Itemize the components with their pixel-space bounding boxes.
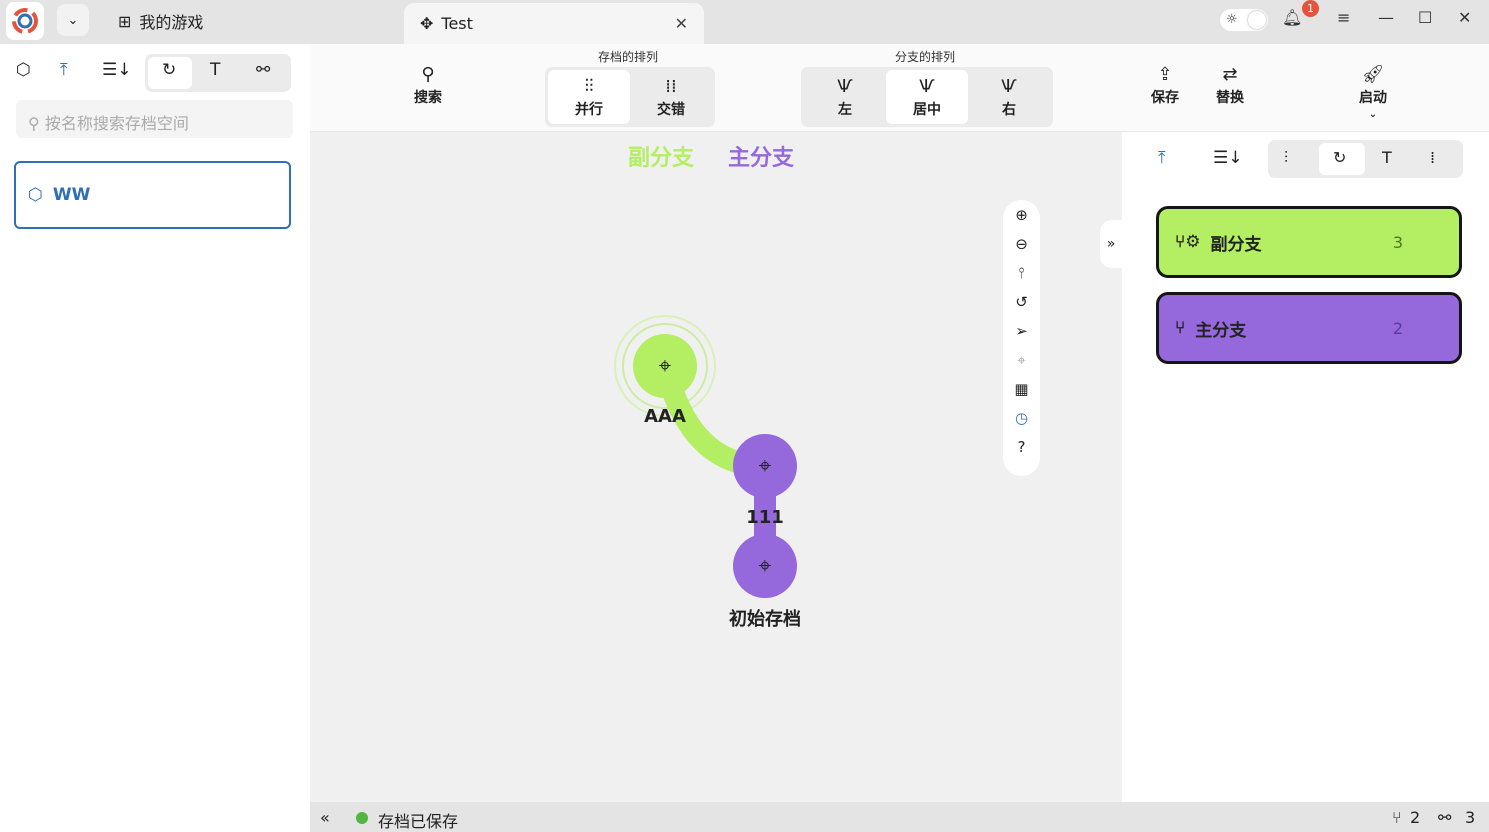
grid-icon[interactable]: ▦ [1014, 380, 1029, 398]
add-workspace-icon[interactable]: ⬡ [16, 60, 31, 80]
save-node-initial[interactable]: ⌖ [733, 534, 797, 598]
save-node-aaa[interactable]: ⌖ [633, 334, 697, 398]
save-order-group: ⫶⫶并行 ⁞⁞交错 [545, 67, 715, 127]
pin-icon: ⌖ [758, 553, 772, 579]
branch-icon: ⑂ [1392, 808, 1402, 827]
search-button[interactable]: ⚲搜索 [414, 64, 442, 106]
pin-icon[interactable]: ⌖ [1017, 351, 1026, 369]
sort-recent-icon[interactable]: ↻ [1333, 148, 1347, 167]
grid-icon: ⊞ [118, 11, 132, 31]
clock-icon[interactable]: ◷ [1014, 409, 1029, 427]
saves-icon: ⚯ [1438, 808, 1452, 827]
branch-sort-icon[interactable]: ⫶ [1284, 148, 1289, 167]
status-bar: « 存档已保存 ⑂ 2 ⚯ 3 [310, 802, 1489, 832]
rocket-icon: 🚀︎ [1361, 64, 1385, 85]
graph-canvas[interactable] [310, 132, 1122, 802]
status-dot [356, 812, 368, 824]
menu-icon[interactable]: ≡ [1337, 8, 1351, 27]
sort-top-icon[interactable]: ⤒ [1158, 148, 1166, 168]
search-icon: ⚲ [421, 64, 435, 85]
chevron-down-icon[interactable]: ⌄ [57, 4, 89, 36]
staggered-icon: ⁞⁞ [665, 75, 677, 97]
expand-panel-icon[interactable]: » [1100, 220, 1122, 268]
close-button[interactable]: ✕ [1458, 8, 1472, 27]
zoom-in-icon[interactable]: ⊕ [1015, 206, 1028, 224]
upload-icon: ⇪ [1157, 64, 1173, 85]
pin-icon: ⌖ [658, 353, 672, 379]
save-order-parallel[interactable]: ⫶⫶并行 [548, 70, 630, 124]
graph-edges [614, 315, 776, 566]
sort-desc-icon[interactable]: ☰↓ [1213, 148, 1243, 168]
reset-icon[interactable]: ↺ [1015, 293, 1028, 311]
theme-toggle[interactable]: ☼ [1220, 9, 1268, 31]
branch-icon: ⑂ [1175, 318, 1186, 338]
notification-badge: 1 [1302, 0, 1319, 17]
sort-top-icon[interactable]: ⤒ [60, 60, 68, 80]
zoom-out-icon[interactable]: ⊖ [1015, 235, 1028, 253]
chevron-down-icon: ⌄ [1368, 109, 1378, 120]
minimize-button[interactable]: — [1378, 8, 1394, 27]
save-node-111[interactable]: ⌖ [733, 434, 797, 498]
replace-button[interactable]: ⇄替换 [1216, 64, 1244, 106]
save-button[interactable]: ⇪保存 [1151, 64, 1179, 106]
pin-icon: ⌖ [758, 453, 772, 479]
branch-gear-icon: ⑂⚙ [1175, 232, 1201, 252]
legend-main-branch: 主分支 [728, 146, 795, 171]
title-bar: ⌄ ⊞我的游戏 ✥Test✕ ☼ 🔔︎ 1 ≡ — ☐ ✕ [0, 0, 1489, 44]
legend-side-branch: 副分支 [628, 146, 695, 171]
sort-recent-icon[interactable]: ↻ [162, 60, 177, 80]
sort-branch-icon[interactable]: ⚯ [256, 60, 271, 80]
gamepad-icon: ✥ [420, 14, 434, 33]
sort-commit-icon[interactable]: ⁞ [1430, 148, 1436, 167]
branch-right-icon: Ѱ [1001, 75, 1017, 97]
maximize-button[interactable]: ☐ [1418, 8, 1433, 27]
sort-name-icon[interactable]: T [210, 60, 221, 80]
tab-game[interactable]: ✥Test✕ [404, 3, 704, 44]
sun-icon: ☼ [1226, 12, 1238, 27]
commit-icon[interactable]: ⫯ [1018, 264, 1025, 282]
save-order-staggered[interactable]: ⁞⁞交错 [657, 75, 685, 118]
sort-desc-icon[interactable]: ☰↓ [102, 60, 132, 80]
left-sidebar: ⬡ ⤒ ☰↓ ↻ T ⚯ ⚲ 按名称搜索存档空间 ⬡WW [0, 44, 310, 832]
swap-icon: ⇄ [1222, 64, 1238, 85]
halo-ring [622, 323, 708, 409]
collapse-sidebar-icon[interactable]: « [320, 808, 330, 827]
tab-workspace[interactable]: ⊞我的游戏 [118, 11, 204, 33]
app-logo [6, 2, 44, 40]
halo-ring [614, 315, 716, 417]
branch-center-icon: Ѱ [919, 75, 935, 97]
bell-icon[interactable]: 🔔︎ [1282, 8, 1303, 27]
parallel-icon: ⫶⫶ [584, 75, 594, 97]
launch-button[interactable]: 🚀︎启动⌄ [1359, 64, 1387, 120]
close-tab-icon[interactable]: ✕ [674, 14, 688, 33]
cube-gear-icon: ⬡ [28, 185, 43, 205]
sort-name-icon[interactable]: T [1382, 148, 1392, 167]
help-icon[interactable]: ? [1017, 438, 1026, 456]
workspace-item[interactable]: ⬡WW [14, 161, 291, 229]
branch-left-icon: Ѱ [837, 75, 853, 97]
workspace-search-input[interactable]: ⚲ 按名称搜索存档空间 [16, 100, 293, 138]
locate-icon[interactable]: ➢ [1015, 322, 1028, 340]
canvas-controls: ⊕ ⊖ ⫯ ↺ ➢ ⌖ ▦ ◷ ? [1003, 200, 1040, 476]
